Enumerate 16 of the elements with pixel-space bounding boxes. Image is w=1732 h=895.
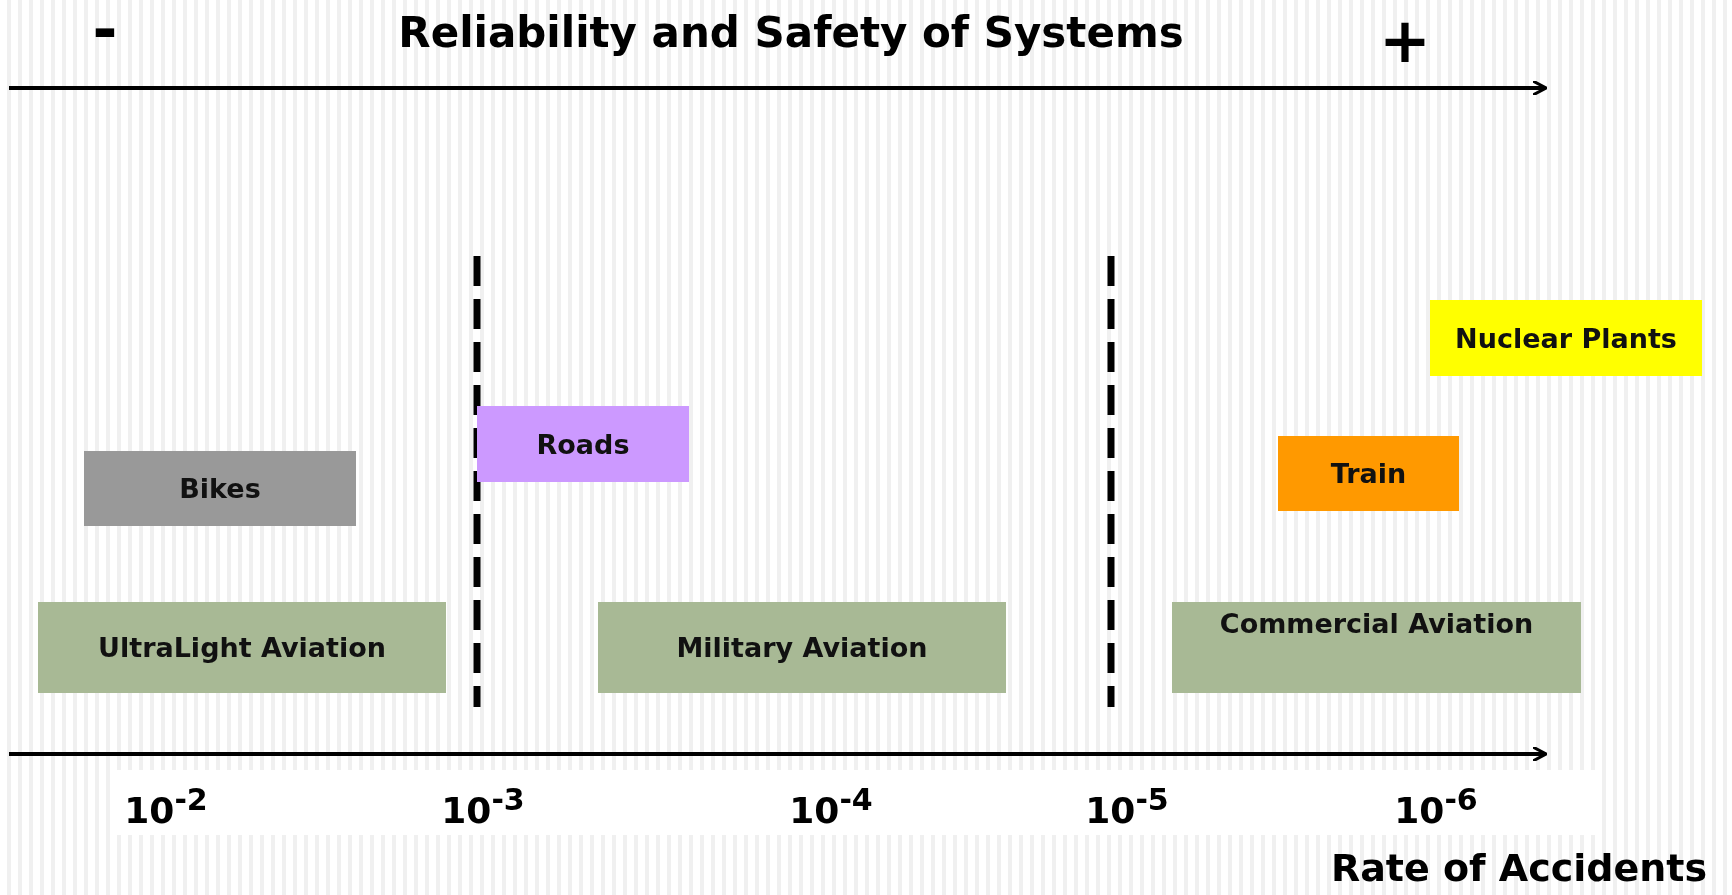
category-box: Commercial Aviation xyxy=(1172,602,1581,693)
category-box: Nuclear Plants xyxy=(1430,300,1702,376)
category-box: Bikes xyxy=(84,451,356,526)
category-box: Roads xyxy=(477,406,689,482)
tick-label: 10$^{-3}$ xyxy=(441,782,525,831)
tick-label: 10$^{-2}$ xyxy=(124,782,208,831)
tick-label: 10$^{-6}$ xyxy=(1394,782,1478,831)
minus-sign: - xyxy=(92,0,118,64)
axis-title: Rate of Accidents xyxy=(1330,846,1708,890)
title: Reliability and Safety of Systems xyxy=(398,8,1184,57)
tick-label: 10$^{-4}$ xyxy=(789,782,873,831)
plus-sign: + xyxy=(1379,4,1431,77)
category-box: Train xyxy=(1278,436,1459,511)
category-box: Military Aviation xyxy=(598,602,1006,693)
category-box: UltraLight Aviation xyxy=(38,602,446,693)
tick-label: 10$^{-5}$ xyxy=(1085,782,1169,831)
